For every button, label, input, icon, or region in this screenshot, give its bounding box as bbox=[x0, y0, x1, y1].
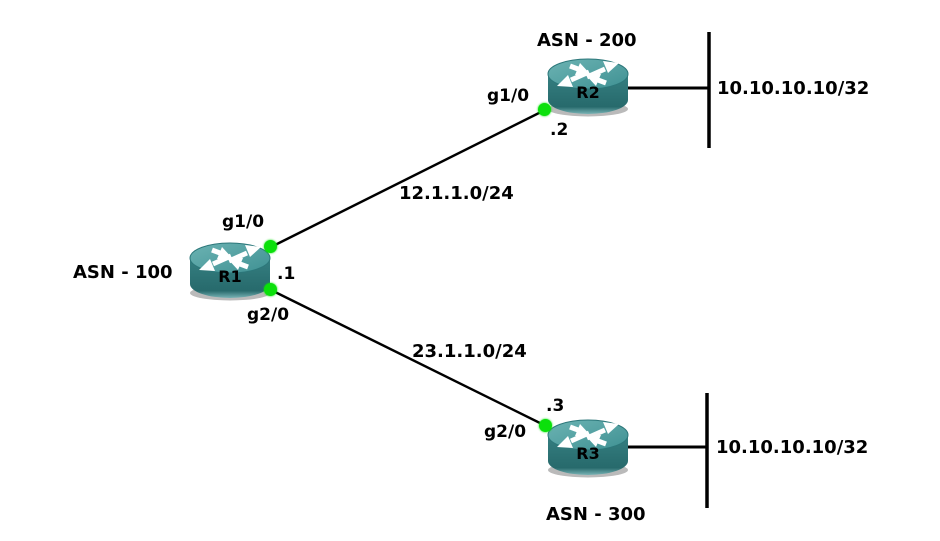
interface-dot-r1-g1-0 bbox=[264, 240, 277, 253]
link-r1-r2[interactable] bbox=[270, 108, 546, 249]
router-r3[interactable]: R3 bbox=[546, 417, 630, 479]
interface-dot-r3-g2-0 bbox=[539, 419, 552, 432]
iface-label-r1-g2-0: g2/0 bbox=[247, 305, 290, 325]
subnet-label-r1-r3: 23.1.1.0/24 bbox=[412, 341, 527, 362]
router-arrows-glyph bbox=[557, 61, 619, 87]
stub-prefix-r3: 10.10.10.10/32 bbox=[716, 437, 869, 458]
router-icon bbox=[547, 419, 629, 478]
stub-prefix-r2: 10.10.10.10/32 bbox=[717, 78, 870, 99]
link-r1-r3[interactable] bbox=[270, 288, 547, 428]
addr-label-r2: .2 bbox=[550, 120, 569, 140]
asn-label-r3: ASN - 300 bbox=[546, 504, 646, 525]
router-name-r1: R1 bbox=[218, 267, 242, 286]
addr-label-r1: .1 bbox=[277, 264, 296, 284]
router-icon bbox=[189, 242, 271, 301]
router-arrows-glyph bbox=[199, 245, 261, 271]
router-icon bbox=[547, 58, 629, 117]
router-name-r2: R2 bbox=[576, 83, 600, 102]
router-r1[interactable]: R1 bbox=[188, 240, 272, 302]
addr-label-r3: .3 bbox=[546, 396, 565, 416]
router-arrows-glyph bbox=[557, 422, 619, 448]
asn-label-r1: ASN - 100 bbox=[73, 262, 173, 283]
router-name-r3: R3 bbox=[576, 444, 600, 463]
interface-dot-r2-g1-0 bbox=[538, 103, 551, 116]
subnet-label-r1-r2: 12.1.1.0/24 bbox=[399, 183, 514, 204]
interface-dot-r1-g2-0 bbox=[264, 283, 277, 296]
iface-label-r3-g2-0: g2/0 bbox=[484, 422, 527, 442]
iface-label-r2-g1-0: g1/0 bbox=[487, 86, 530, 106]
iface-label-r1-g1-0: g1/0 bbox=[222, 212, 265, 232]
router-r2[interactable]: R2 bbox=[546, 56, 630, 118]
asn-label-r2: ASN - 200 bbox=[537, 30, 637, 51]
